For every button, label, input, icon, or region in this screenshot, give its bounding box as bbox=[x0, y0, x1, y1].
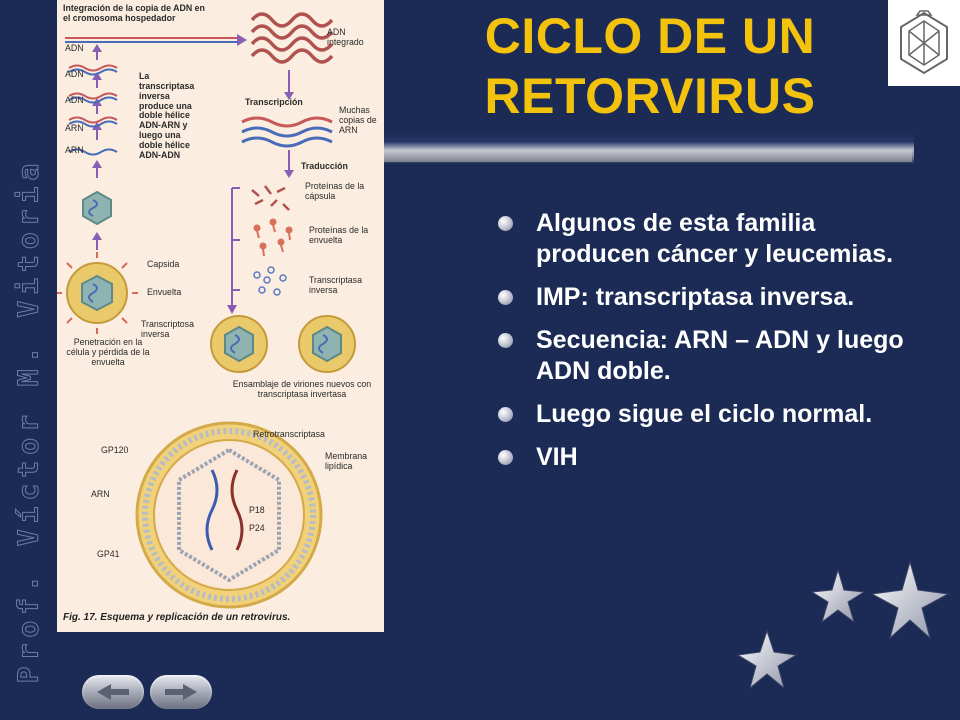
label-adn-top: ADN bbox=[65, 43, 84, 53]
label-proteinas-envuelta: Proteínas de la envuelta bbox=[309, 225, 369, 245]
bullet-item: Secuencia: ARN – ADN y luego ADN doble. bbox=[498, 325, 918, 387]
label-retrotranscriptasa: Retrotranscriptasa bbox=[253, 429, 325, 439]
star-icon bbox=[736, 629, 798, 690]
diagram-illustration bbox=[57, 12, 356, 609]
bullet-dot-icon bbox=[498, 216, 513, 231]
arrow-left-icon bbox=[97, 684, 129, 700]
label-membrana: Membrana lipídica bbox=[325, 451, 368, 471]
vertical-credit-text: Prof. Víctor M. Vitoria bbox=[11, 157, 45, 684]
label-muchas-copias: Muchas copias de ARN bbox=[339, 105, 377, 135]
label-arn-1: ARN bbox=[65, 123, 84, 133]
bullet-item: Algunos de esta familia producen cáncer … bbox=[498, 208, 918, 270]
label-envuelta: Envuelta bbox=[147, 287, 182, 297]
label-gp120: GP120 bbox=[101, 445, 129, 455]
bullet-dot-icon bbox=[498, 450, 513, 465]
diagram-caption: Fig. 17. Esquema y replicación de un ret… bbox=[63, 612, 291, 623]
retrovirus-diagram: Integración de la copia de ADN en el cro… bbox=[57, 0, 384, 632]
bullet-dot-icon bbox=[498, 333, 513, 348]
star-icon bbox=[810, 568, 866, 624]
label-p18: P18 bbox=[249, 505, 265, 515]
university-crest-icon bbox=[888, 0, 960, 86]
label-arn-2: ARN bbox=[65, 145, 84, 155]
label-transcriptasa: La transcriptasa inversa produce una dob… bbox=[139, 71, 195, 160]
title-divider-shine bbox=[384, 150, 912, 162]
label-transcriptasa-inversa: Transcriptasa inversa bbox=[309, 275, 362, 295]
bullet-list: Algunos de esta familia producen cáncer … bbox=[498, 208, 918, 485]
bullet-dot-icon bbox=[498, 290, 513, 305]
label-adn-integrado: ADN integrado bbox=[327, 27, 364, 47]
bullet-item: VIH bbox=[498, 442, 918, 473]
slide-title-line1: CICLO DE UN bbox=[484, 8, 816, 64]
label-penetracion: Penetración en la célula y pérdida de la… bbox=[66, 337, 150, 367]
vertical-credit: Prof. Víctor M. Vitoria bbox=[6, 157, 50, 684]
label-integracion: Integración de la copia de ADN en el cro… bbox=[63, 3, 205, 23]
bullet-item: Luego sigue el ciclo normal. bbox=[498, 399, 918, 430]
bullet-dot-icon bbox=[498, 407, 513, 422]
label-adn-1: ADN bbox=[65, 69, 84, 79]
label-gp41: GP41 bbox=[97, 549, 120, 559]
next-slide-button[interactable] bbox=[150, 675, 212, 709]
label-capsida: Capsida bbox=[147, 259, 180, 269]
label-traduccion: Traducción bbox=[301, 161, 348, 171]
arrow-right-icon bbox=[165, 684, 197, 700]
slide-title: CICLO DE UN RETORVIRUS bbox=[430, 6, 870, 126]
previous-slide-button[interactable] bbox=[82, 675, 144, 709]
label-adn-2: ADN bbox=[65, 95, 84, 105]
label-proteinas-capsula: Proteínas de la cápsula bbox=[305, 181, 365, 201]
label-p24: P24 bbox=[249, 523, 265, 533]
slide-title-line2: RETORVIRUS bbox=[484, 68, 816, 124]
label-transcriptosa-inversa: Transcriptosa inversa bbox=[141, 319, 194, 339]
label-arn-vih: ARN bbox=[91, 489, 110, 499]
label-ensamblaje: Ensamblaje de viriones nuevos con transc… bbox=[232, 379, 372, 399]
star-icon bbox=[870, 560, 950, 640]
label-transcripcion: Transcripción bbox=[245, 97, 303, 107]
bullet-item: IMP: transcriptasa inversa. bbox=[498, 282, 918, 313]
